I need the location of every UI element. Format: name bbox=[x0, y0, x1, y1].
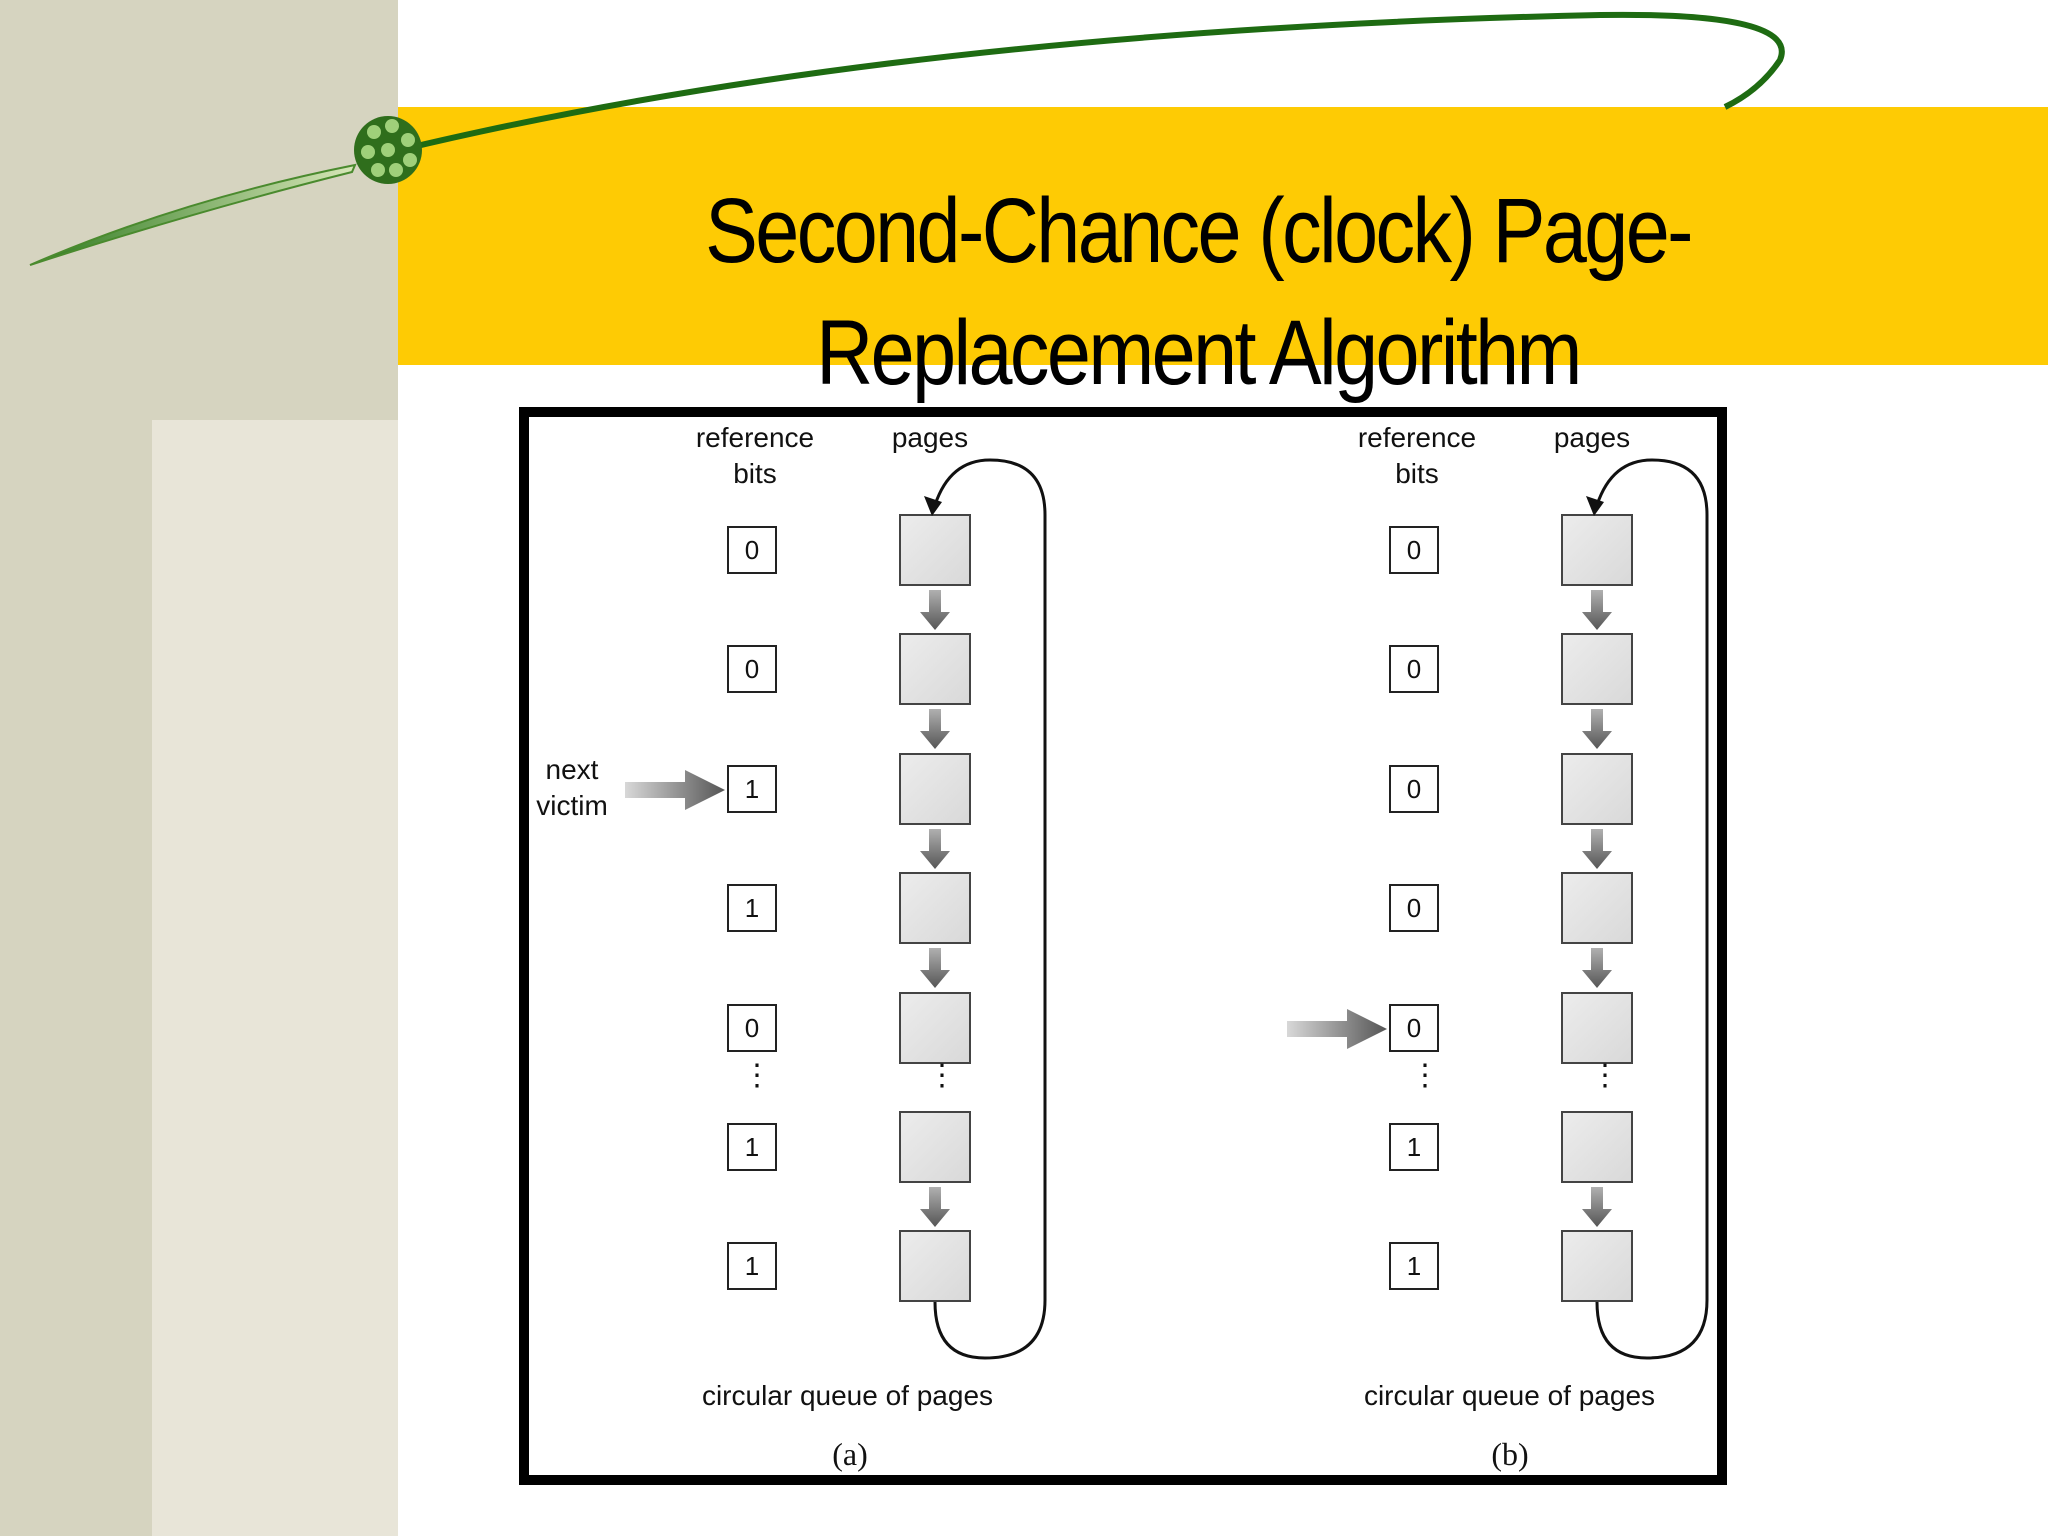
panel-b-ref-bits-header: reference bits bbox=[1357, 422, 1477, 489]
panel-a-down-arrow bbox=[920, 1187, 950, 1227]
panel-b-caption: (b) bbox=[1491, 1436, 1529, 1472]
panel-a-page bbox=[899, 1111, 971, 1183]
panel-a-down-arrow bbox=[920, 948, 950, 988]
panel-a-page bbox=[899, 633, 971, 705]
panel-a-caption: (a) bbox=[832, 1436, 868, 1472]
panel-a-pages-header: pages bbox=[891, 422, 969, 453]
panel-b-down-arrow bbox=[1582, 709, 1612, 749]
panel-a-ref-bits-header: reference bits bbox=[695, 422, 815, 489]
panel-a-page bbox=[899, 872, 971, 944]
panel-a-pointer-arrow bbox=[625, 770, 725, 810]
panel-b-page bbox=[1561, 514, 1633, 586]
green-bubble-cluster-icon bbox=[354, 116, 422, 184]
panel-b-footer: circular queue of pages bbox=[1363, 1380, 1656, 1411]
slide-title: Second-Chance (clock) Page-Replacement A… bbox=[705, 180, 1693, 404]
panel-a-page bbox=[899, 1230, 971, 1302]
panel-a-ref-bit: 1 bbox=[727, 1242, 777, 1290]
figure-frame bbox=[519, 407, 1727, 1485]
panel-b-loop-arrowhead bbox=[1586, 496, 1604, 516]
panel-a-loop-arrowhead bbox=[924, 496, 942, 516]
swoosh-tail bbox=[29, 163, 357, 266]
panel-b-page bbox=[1561, 992, 1633, 1064]
panel-a-ref-bit: 0 bbox=[727, 526, 777, 574]
swoosh-decoration bbox=[29, 11, 1785, 266]
panel-a-queue-arrows bbox=[920, 590, 950, 1227]
panel-a-next-victim-label: next victim bbox=[536, 754, 608, 821]
panel-b-down-arrow bbox=[1582, 590, 1612, 630]
panel-b-pages-header: pages bbox=[1553, 422, 1631, 453]
panel-a-ref-bit: 0 bbox=[727, 645, 777, 693]
panel-a-down-arrow bbox=[920, 590, 950, 630]
panel-b-page bbox=[1561, 1111, 1633, 1183]
panel-a-footer: circular queue of pages bbox=[701, 1380, 994, 1411]
panel-b-ref-bit: 0 bbox=[1389, 1004, 1439, 1052]
panel-b-ref-bit: 0 bbox=[1389, 645, 1439, 693]
panel-a-down-arrow bbox=[920, 829, 950, 869]
panel-b-queue-arrows bbox=[1582, 590, 1612, 1227]
panel-a-ref-bit: 1 bbox=[727, 884, 777, 932]
panel-a-page bbox=[899, 753, 971, 825]
panel-b-ref-bit: 0 bbox=[1389, 884, 1439, 932]
panel-b-page bbox=[1561, 872, 1633, 944]
panel-b-loop-arrow bbox=[1595, 458, 1709, 1360]
panel-a-page bbox=[899, 992, 971, 1064]
panel-a-ref-bit: 1 bbox=[727, 1123, 777, 1171]
panel-b-ref-bit: 1 bbox=[1389, 1242, 1439, 1290]
panel-b-page bbox=[1561, 753, 1633, 825]
panel-b-pointer-arrow bbox=[1287, 1009, 1387, 1049]
panel-b-ref-bit: 0 bbox=[1389, 765, 1439, 813]
panel-a-ref-bit: 1 bbox=[727, 765, 777, 813]
panel-b-down-arrow bbox=[1582, 1187, 1612, 1227]
panel-a-loop-arrow bbox=[933, 458, 1047, 1360]
panel-a-page bbox=[899, 514, 971, 586]
panel-a-down-arrow bbox=[920, 709, 950, 749]
left-decor-inner bbox=[152, 420, 398, 1536]
panel-b-page bbox=[1561, 633, 1633, 705]
panel-a-ref-bit: 0 bbox=[727, 1004, 777, 1052]
swoosh-arc bbox=[399, 11, 1785, 153]
panel-b-down-arrow bbox=[1582, 829, 1612, 869]
panel-b-ref-bit: 1 bbox=[1389, 1123, 1439, 1171]
panel-b-ref-bit: 0 bbox=[1389, 526, 1439, 574]
panel-b-page bbox=[1561, 1230, 1633, 1302]
title-band bbox=[398, 107, 2048, 365]
panel-b-down-arrow bbox=[1582, 948, 1612, 988]
